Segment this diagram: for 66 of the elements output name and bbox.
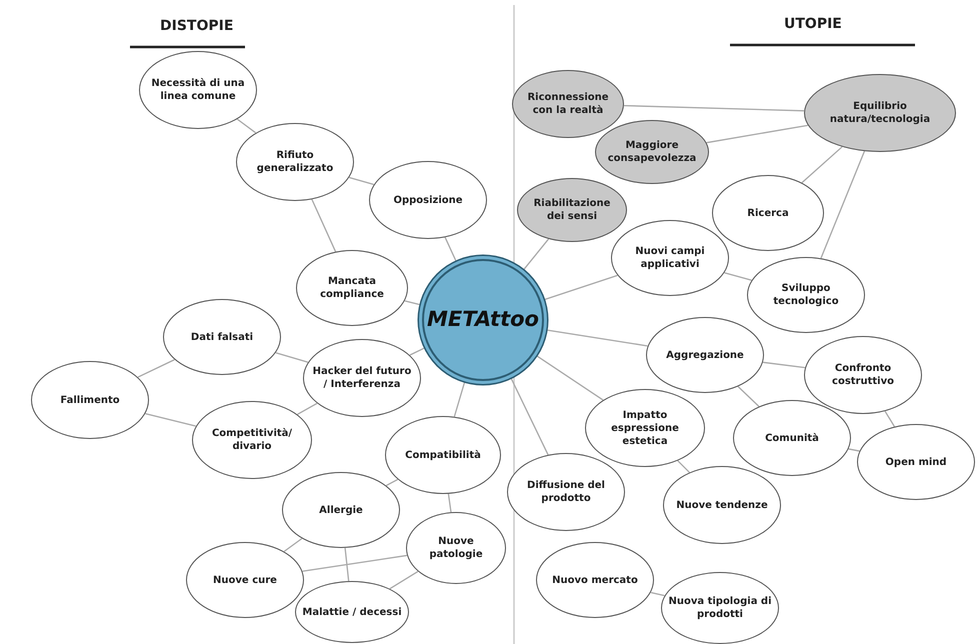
connector-line <box>284 538 302 552</box>
node-label: Allergie <box>318 504 364 516</box>
connector-line <box>738 386 760 407</box>
connector-line <box>276 352 308 363</box>
connector-line <box>544 274 618 300</box>
section-heading: UTOPIE <box>784 16 842 32</box>
connector-line <box>386 478 398 486</box>
connector-line <box>677 460 690 473</box>
node-label: Maggiore consapevolezza <box>606 139 698 165</box>
node-label: Compatibilità <box>404 448 482 462</box>
connector-line <box>348 176 374 186</box>
node-label: Nuove tendenze <box>675 498 769 512</box>
connector-line <box>145 413 196 427</box>
node-label: Sviluppo tecnologico <box>772 282 840 308</box>
node-label: Nuova tipologia di prodotti <box>667 595 773 621</box>
section-heading: DISTOPIE <box>160 18 234 34</box>
node-label: Diffusione del prodotto <box>526 479 606 505</box>
node-label: Hacker del futuro / Interferenza <box>312 365 412 391</box>
connector-line <box>884 410 895 427</box>
connector-line <box>624 104 804 112</box>
connector-line <box>302 554 408 572</box>
connector-line <box>762 362 806 368</box>
connector-line <box>706 124 808 144</box>
node-label: Opposizione <box>392 194 464 206</box>
connector-line <box>536 356 604 401</box>
connector-line <box>448 494 452 512</box>
connector-line <box>523 238 550 270</box>
node-label: Malattie / decessi <box>301 606 403 618</box>
node-label: Aggregazione <box>665 348 745 362</box>
connector-line <box>389 570 418 590</box>
connector-line <box>650 592 665 596</box>
node-label: Nuove patologie <box>428 535 484 561</box>
node-label: Fallimento <box>59 394 121 406</box>
connector-line <box>311 199 336 252</box>
node-label: METAttoo <box>427 306 539 334</box>
highlighted-ellipse <box>517 178 627 242</box>
connector-line <box>454 382 466 417</box>
node-label: Dati falsati <box>190 330 254 344</box>
connector-line <box>297 402 318 416</box>
connector-line <box>724 272 752 281</box>
connector-line <box>801 146 843 184</box>
node-label: Riabilitazione dei sensi <box>532 197 612 223</box>
connector-line <box>547 329 648 347</box>
connector-line <box>404 300 420 306</box>
connector-line <box>138 359 175 378</box>
connector-line <box>344 548 350 582</box>
node-label: Nuovi campi applicativi <box>634 245 706 271</box>
connector-line <box>236 118 256 134</box>
node-label: Nuove cure <box>212 574 278 586</box>
node-label: Riconnessione con la realtà <box>526 91 610 117</box>
connector-line <box>510 378 549 456</box>
node-label: Competitività/ divario <box>210 427 294 453</box>
node-label: Ricerca <box>746 206 790 220</box>
connector-line <box>409 348 425 356</box>
node-label: Necessità di una linea comune <box>150 77 246 103</box>
connector-line <box>820 150 866 258</box>
node-label: Rifiuto generalizzato <box>256 149 334 175</box>
connector-line <box>848 448 860 452</box>
node-label: Nuovo mercato <box>551 574 639 586</box>
node-label: Impatto espressione estetica <box>610 408 680 448</box>
node-label: Open mind <box>884 456 948 468</box>
node-label: Equilibrio natura/tecnologia <box>828 100 932 126</box>
node-label: Comunità <box>764 432 820 444</box>
node-label: Mancata compliance <box>319 275 385 301</box>
node-label: Confronto costruttivo <box>831 362 895 388</box>
connector-line <box>444 237 456 262</box>
